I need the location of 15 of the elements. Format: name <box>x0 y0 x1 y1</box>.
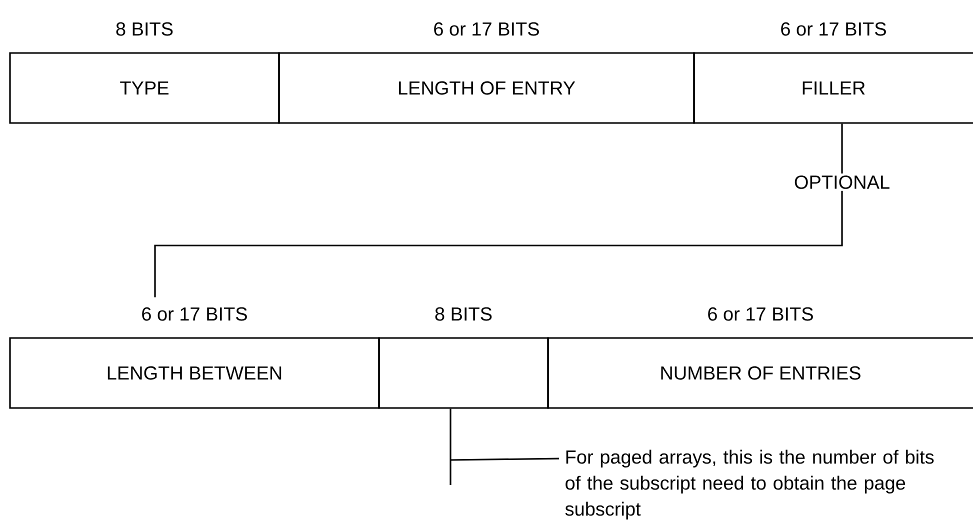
bit-width-label: 8 BITS <box>116 22 173 36</box>
empty-cell <box>378 337 549 409</box>
note-text: For paged arrays, this is the number of bits of the subscript need to obtain the page subscript <box>565 450 934 520</box>
edge-label: OPTIONAL <box>794 175 890 189</box>
bit-width-label: 6 or 17 BITS <box>708 307 813 321</box>
bit-width-label: 6 or 17 BITS <box>781 22 886 36</box>
bit-width-label: 8 BITS <box>435 307 492 321</box>
connector-line <box>154 124 843 298</box>
field-cell: LENGTH OF ENTRY <box>278 52 695 124</box>
field-cell: LENGTH BETWEEN <box>9 337 380 409</box>
field-cell: FILLER <box>693 52 973 124</box>
field-cell: TYPE <box>9 52 280 124</box>
bit-width-label: 6 or 17 BITS <box>434 22 539 36</box>
bit-width-label: 6 or 17 BITS <box>142 307 247 321</box>
field-cell: NUMBER OF ENTRIES <box>547 337 973 409</box>
